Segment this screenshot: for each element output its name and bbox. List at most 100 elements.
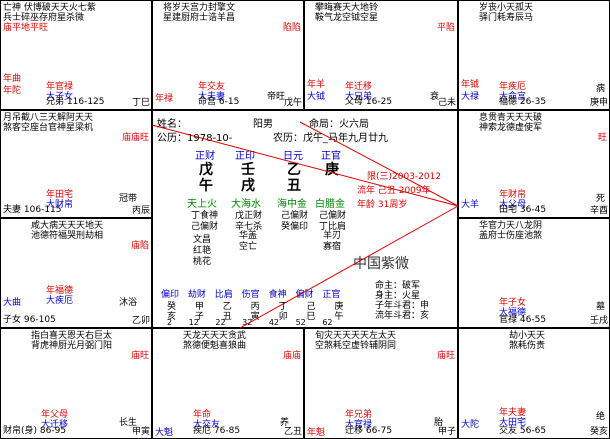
palace-footer: 田宅 36-45 — [499, 205, 547, 215]
palace-friends[interactable]: 劫小天天 煞耗伤贵 大陀 年夫妻 大田宅 绝 交友 56-65 癸亥 — [458, 328, 610, 439]
label-left: 年钺 — [461, 80, 480, 90]
palace-travel[interactable]: 旬灾天天天天左太天 空煞耗空虚铃辅阴同 庙旺 年魁 年兄弟 大官禄 胎 迁移 6… — [304, 328, 458, 439]
palace-stars: 劫小天天 煞耗伤贵 — [509, 331, 546, 351]
sub-label: 年夫妻 — [499, 408, 527, 418]
palace-footer: 迁移 66-75 — [345, 426, 393, 436]
label-left: 年曲 — [3, 74, 22, 84]
sub-label: 年田宅 — [46, 190, 74, 200]
palace-spouse[interactable]: 月吊截八三天解阿天天 煞客空座台官神星梁机 庙庙旺 年田宅 大财帛 冠带 夫妻 … — [0, 110, 152, 218]
palace-footer: 交友 56-65 — [499, 426, 547, 436]
lunar-date: 农历：戊午_马年九月廿九 — [273, 133, 388, 144]
palace-stars: 亡神 伏博破天天火七紫 兵士碎巫存府星杀微 庙平地平旺 — [3, 3, 96, 33]
palace-life[interactable]: 将岁天宫力封擎文 星建厨府士诰羊昌 陷陷 年禄 年交友 大夫妻 帝旺 命宫 6-… — [152, 0, 304, 110]
palace-property[interactable]: 息贯青天天天破 神索龙德虚使军 旺 大羊 年财帛 大父母 死 田宅 36-45 … — [458, 110, 610, 218]
sub-label2: 大命宫 — [499, 92, 527, 102]
pillar-year-h2: 己偏财 — [191, 222, 219, 232]
palace-stem: 辛酉 — [589, 206, 608, 216]
age-label: 年龄 31周岁 — [357, 200, 408, 210]
palace-footer: 父母 16-25 — [345, 97, 393, 107]
gender-label: 阳男 — [253, 119, 273, 130]
sub-label2: 大疾厄 — [46, 296, 74, 306]
sub-label2: 大夫妻 — [198, 92, 226, 102]
solar-date: 公历：1978-10- — [157, 133, 233, 144]
sub-label2: 大官禄 — [345, 420, 373, 430]
pillar-month-branch: 戌 — [241, 178, 255, 194]
growth-stage: 胎 — [433, 418, 443, 428]
palace-parents[interactable]: 攀晦赛天大地铃 鞍气龙空钺空星 平陷 年羊 大钺 年迁移 大兄弟 衰 父母 16… — [304, 0, 458, 110]
growth-stage: 衰 — [429, 92, 439, 102]
palace-stars: 指白喜天恩天右巨太 背虎神厨光月弼门阳 庙旺 — [31, 331, 149, 361]
palace-stem: 乙丑 — [283, 427, 302, 437]
pillar-year-h1: 丁食神 — [191, 211, 219, 221]
palace-stars: 旬灾天天天天左太天 空煞耗空虚铃辅阴同 庙旺 — [315, 331, 455, 361]
sub-label: 年子女 — [499, 298, 527, 308]
palace-health[interactable]: 天龙天天天贪武 煞德便魁喜狼曲 庙庙 大魁 年命 大交友 养 疾厄 76-85 … — [152, 328, 304, 439]
palace-footer: 福德 26-35 — [499, 97, 547, 107]
palace-stem: 丙辰 — [131, 206, 150, 216]
sub-label: 年命 — [193, 410, 212, 420]
pillar-day-branch: 丑 — [287, 178, 301, 194]
palace-stars: 月吊截八三天解阿天天 煞客空座台官神星梁机 庙庙旺 — [3, 113, 149, 143]
palace-stars: 岁丧小天孤天 驿门耗寿辰马 — [479, 3, 534, 23]
pillar-hour-stem: 庚 — [325, 162, 339, 178]
growth-stage: 养 — [279, 418, 289, 428]
palace-footer: 命宫 6-15 — [198, 97, 240, 107]
label-left: 大陀 — [461, 420, 480, 430]
sub-label: 年疾厄 — [499, 82, 527, 92]
sub-label: 年兄弟 — [345, 410, 373, 420]
palace-career[interactable]: 华官力天八龙阴 盖府士伤座池煞 年子女 大福德 墓 官禄 46-55 壬戌 — [458, 218, 610, 328]
sub-label2: 大财帛 — [46, 200, 74, 210]
palace-brothers[interactable]: 亡神 伏博破天天火七紫 兵士碎巫存府星杀微 庙平地平旺 年曲 年陀 年官禄 大子… — [0, 0, 152, 110]
sub-label2: 大田宅 — [499, 418, 527, 428]
sub-label2: 大父母 — [499, 200, 527, 210]
sub-label2: 大子女 — [46, 92, 74, 102]
palace-stem: 己未 — [437, 98, 456, 108]
pillar-year-branch: 午 — [199, 178, 213, 194]
palace-stars: 攀晦赛天大地铃 鞍气龙空钺空星 平陷 — [315, 3, 455, 33]
sub-label2: 大福德 — [499, 308, 527, 318]
ju-label: 命局：火六局 — [309, 119, 369, 130]
palace-stem: 甲寅 — [131, 427, 150, 437]
master-info: 命主：破军 身主：火星 子年斗君：申 流年斗君：亥 — [375, 281, 430, 321]
palace-stars: 息贯青天天天破 神索龙德虚使军 旺 — [479, 113, 607, 143]
palace-stars: 咸大病天天天地天 池德符福哭刑劫相 庙陷 — [31, 221, 149, 251]
sub-label: 年迁移 — [345, 82, 373, 92]
label-left: 大曲 — [3, 298, 22, 308]
growth-stage: 长生 — [118, 418, 137, 428]
growth-stage: 沐浴 — [118, 298, 137, 308]
palace-stem: 庚申 — [589, 98, 608, 108]
growth-stage: 病 — [595, 84, 605, 94]
extra-stars-2: 华盖空亡 — [239, 231, 258, 252]
palace-wealth[interactable]: 指白喜天恩天右巨太 背虎神厨光月弼门阳 庙旺 年父母 大迁移 长生 财帛(身) … — [0, 328, 152, 439]
palace-footer: 疾厄 76-85 — [193, 426, 241, 436]
palace-children[interactable]: 咸大病天天天地天 池德符福哭刑劫相 庙陷 大曲 年福德 大疾厄 沐浴 子女 96… — [0, 218, 152, 328]
label-left2: 大禄 — [461, 92, 480, 102]
growth-stage: 冠带 — [118, 194, 137, 204]
growth-stage: 绝 — [595, 412, 605, 422]
palace-footer: 兄弟 116-125 — [46, 97, 105, 107]
sub-label2: 大迁移 — [41, 420, 69, 430]
liunian-label: 流年 己丑 2009年 — [357, 186, 431, 196]
pillar-day-h2: 癸偏印 — [281, 222, 309, 232]
sub-label: 年父母 — [41, 410, 69, 420]
palace-footer: 夫妻 106-115 — [3, 205, 62, 215]
palace-footer: 官禄 46-55 — [499, 315, 547, 325]
extra-stars-3: 羊刃寡宿 — [323, 231, 342, 252]
sub-label: 年交友 — [198, 82, 226, 92]
palace-stem: 壬戌 — [589, 316, 608, 326]
xian-label: 限(三)2003-2012 — [367, 172, 442, 182]
palace-fortune[interactable]: 岁丧小天孤天 驿门耗寿辰马 年钺 大禄 年疾厄 大命宫 病 福德 26-35 庚… — [458, 0, 610, 110]
sub-label: 年福德 — [46, 286, 74, 296]
palace-stem: 乙卯 — [131, 316, 150, 326]
label-left: 大羊 — [461, 200, 480, 210]
center-info-panel: 姓名： 阳男 命局：火六局 公历：1978-10- 农历：戊午_马年九月廿九 正… — [152, 110, 458, 328]
label-left: 年禄 — [155, 94, 174, 104]
extra-stars-1: 文昌红艳桃花 — [193, 235, 212, 267]
label-left: 年羊 — [307, 80, 326, 90]
label-left: 年魁 — [307, 428, 326, 438]
palace-stem: 癸亥 — [589, 427, 608, 437]
growth-stage: 死 — [595, 194, 605, 204]
watermark-title: 中国紫微 — [353, 256, 409, 272]
palace-stars: 将岁天宫力封擎文 星建厨府士诰羊昌 陷陷 — [163, 3, 301, 33]
